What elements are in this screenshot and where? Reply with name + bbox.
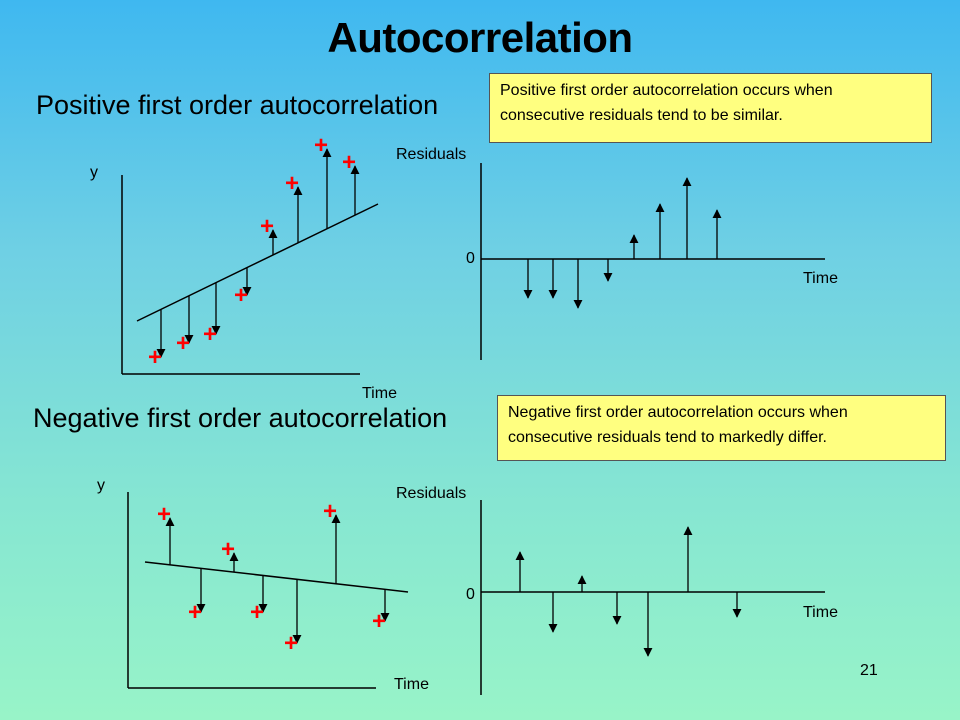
negative-scatter-data-point: + <box>188 599 202 626</box>
negative-scatter-x-label: Time <box>394 676 429 693</box>
negative-regression-line <box>144 561 409 593</box>
negative-scatter-data-point: + <box>284 630 298 657</box>
positive-scatter-y-label: y <box>90 164 98 181</box>
negative-scatter-data-point: + <box>221 536 235 563</box>
positive-scatter-residuals: + + + + + + + + <box>148 132 360 371</box>
positive-scatter-data-point: + <box>203 321 217 348</box>
positive-scatter-data-point: + <box>285 170 299 197</box>
negative-heading: Negative first order autocorrelation <box>33 403 448 433</box>
negative-scatter-residuals: + + + + + + + <box>157 498 390 657</box>
positive-residuals-x-label: Time <box>803 270 838 287</box>
negative-scatter-data-point: + <box>323 498 337 525</box>
negative-scatter-data-point: + <box>157 501 171 528</box>
positive-scatter-data-point: + <box>314 132 328 159</box>
negative-scatter-y-label: y <box>97 477 105 494</box>
negative-residuals-y-label: Residuals <box>396 485 467 502</box>
positive-residuals-y-label: Residuals <box>396 146 467 163</box>
negative-residuals-x-label: Time <box>803 604 838 621</box>
positive-regression-line <box>136 203 379 322</box>
positive-scatter-plot <box>121 175 379 375</box>
positive-note: Positive first order autocorrelation occ… <box>489 73 932 143</box>
negative-scatter-data-point: + <box>250 599 264 626</box>
negative-residuals-zero-label: 0 <box>466 586 475 603</box>
negative-note: Negative first order autocorrelation occ… <box>497 395 946 461</box>
negative-scatter-plot <box>127 492 409 689</box>
positive-scatter-x-label: Time <box>362 385 397 402</box>
positive-scatter-data-point: + <box>234 282 248 309</box>
positive-residuals-zero-label: 0 <box>466 250 475 267</box>
positive-residual-plot <box>480 163 825 360</box>
positive-heading: Positive first order autocorrelation <box>36 90 439 120</box>
negative-residual-arrows <box>515 526 742 657</box>
page-number: 21 <box>860 662 878 679</box>
positive-scatter-data-point: + <box>260 213 274 240</box>
negative-residual-plot <box>480 500 825 695</box>
page-title: Autocorrelation <box>327 14 633 61</box>
positive-scatter-data-point: + <box>148 344 162 371</box>
positive-scatter-data-point: + <box>342 149 356 176</box>
positive-residual-arrows <box>523 177 722 309</box>
negative-scatter-data-point: + <box>372 608 386 635</box>
positive-scatter-data-point: + <box>176 330 190 357</box>
